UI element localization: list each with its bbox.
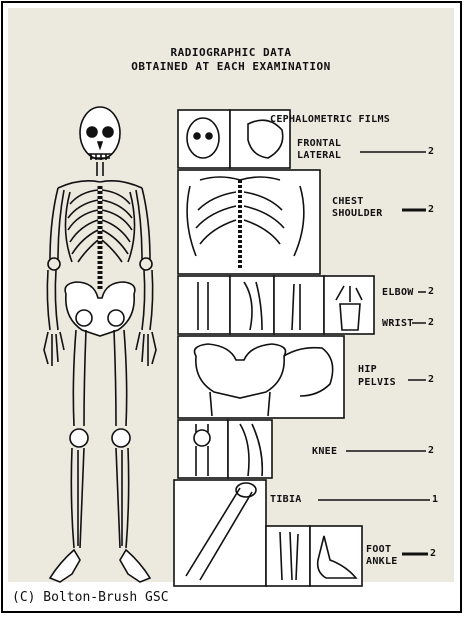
- label-elbow: ELBOW: [382, 287, 414, 299]
- count-foot-ankle: 2: [430, 548, 436, 559]
- label-lateral: LATERAL: [297, 150, 341, 162]
- radiograph-panels: [174, 110, 374, 586]
- label-pelvis: PELVIS: [358, 377, 396, 389]
- count-tibia: 1: [432, 494, 438, 505]
- count-frontal-lateral: 2: [428, 146, 434, 157]
- count-knee: 2: [428, 445, 434, 456]
- copyright-caption: (C) Bolton-Brush GSC: [12, 590, 169, 605]
- figure-title-line1: RADIOGRAPHIC DATA: [8, 46, 454, 59]
- label-ankle: ANKLE: [366, 556, 398, 568]
- label-shoulder: SHOULDER: [332, 208, 383, 220]
- label-hip: HIP: [358, 364, 377, 376]
- count-chest-shoulder: 2: [428, 204, 434, 215]
- label-chest: CHEST: [332, 196, 364, 208]
- label-tibia: TIBIA: [270, 494, 302, 506]
- count-wrist: 2: [428, 317, 434, 328]
- label-wrist: WRIST: [382, 318, 414, 330]
- count-hip-pelvis: 2: [428, 374, 434, 385]
- figure-title-line2: OBTAINED AT EACH EXAMINATION: [8, 60, 454, 73]
- label-foot: FOOT: [366, 544, 391, 556]
- label-frontal: FRONTAL: [297, 138, 341, 150]
- label-cephalometric-films: CEPHALOMETRIC FILMS: [270, 114, 390, 126]
- count-elbow: 2: [428, 286, 434, 297]
- label-knee: KNEE: [312, 446, 337, 458]
- full-skeleton-drawing: [44, 107, 156, 582]
